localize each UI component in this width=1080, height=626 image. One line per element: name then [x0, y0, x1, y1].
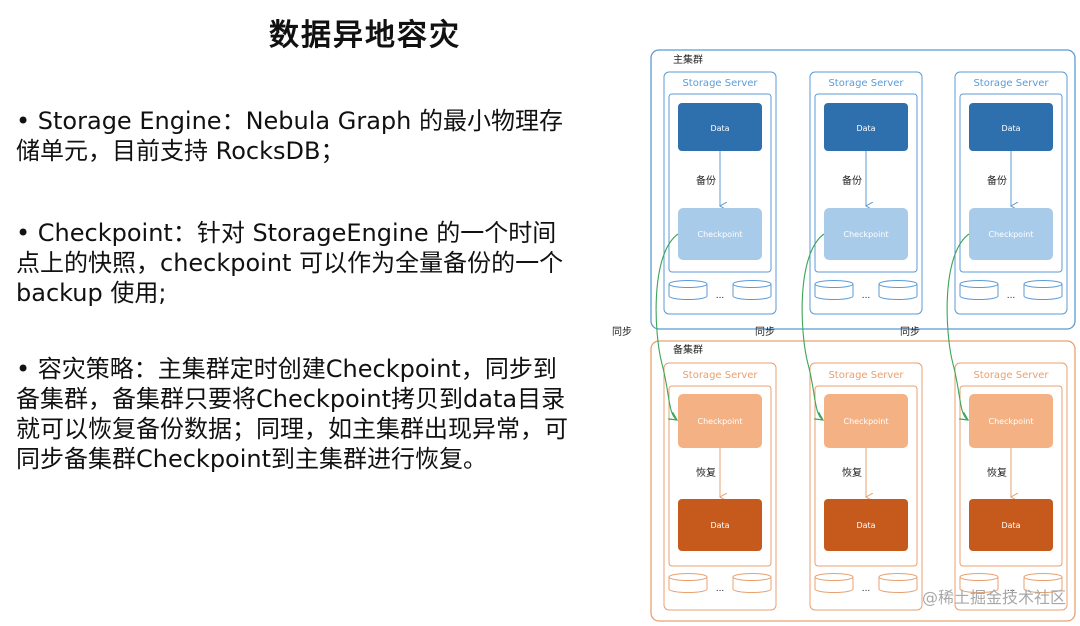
- bullet-storage-engine: • Storage Engine：Nebula Graph 的最小物理存储单元，…: [16, 107, 563, 165]
- backup-cluster-label: 备集群: [673, 343, 703, 356]
- backup-disk-b-1-top: [732, 573, 772, 581]
- main-data-label-1: Data: [710, 124, 729, 133]
- backup-disk-a-3: [959, 577, 999, 593]
- backup-disk-a-2-top: [814, 573, 854, 581]
- main-disk-a-1: [668, 284, 708, 300]
- backup-checkpoint-label-1: Checkpoint: [697, 417, 742, 426]
- main-server-inner-1: [668, 93, 772, 273]
- main-disk-b-3-top: [1023, 280, 1063, 288]
- main-disk-a-3-top: [959, 280, 999, 288]
- backup-checkpoint-box-1: [678, 394, 762, 448]
- backup-action-label-3: 备份: [987, 174, 1007, 187]
- backup-data-box-2: [824, 499, 908, 551]
- backup-disk-b-1: [732, 577, 772, 593]
- main-checkpoint-label-1: Checkpoint: [697, 230, 742, 239]
- main-data-box-2: [824, 103, 908, 151]
- backup-server-3: [954, 362, 1068, 611]
- main-disk-b-2: [878, 284, 918, 300]
- backup-disk-a-1-top: [668, 573, 708, 581]
- main-disk-a-1-top: [668, 280, 708, 288]
- main-disk-b-3: [1023, 284, 1063, 300]
- main-disk-b-2-top: [878, 280, 918, 288]
- backup-disk-b-3: [1023, 577, 1063, 593]
- backup-server-inner-3: [959, 385, 1063, 567]
- watermark: @稀土掘金技术社区: [921, 588, 1066, 607]
- main-disk-b-1-top: [732, 280, 772, 288]
- sync-arrow-1: [655, 233, 679, 420]
- backup-checkpoint-box-3: [969, 394, 1053, 448]
- restore-action-label-3: 恢复: [987, 466, 1007, 479]
- main-data-box-1: [678, 103, 762, 151]
- sync-label-1: 同步: [612, 326, 632, 338]
- page-title: 数据异地容灾: [269, 18, 461, 53]
- main-disk-a-3: [959, 284, 999, 300]
- main-cluster-label: 主集群: [673, 53, 703, 66]
- main-checkpoint-box-1: [678, 208, 762, 260]
- sync-arrow-3: [946, 233, 970, 420]
- backup-data-label-3: Data: [1001, 521, 1020, 530]
- main-server-inner-3: [959, 93, 1063, 273]
- backup-disk-b-2-top: [878, 573, 918, 581]
- backup-data-box-1: [678, 499, 762, 551]
- backup-disk-ellipsis-2: ...: [862, 584, 871, 594]
- main-server-label-3: Storage Server: [973, 78, 1049, 89]
- bullet-checkpoint: • Checkpoint：针对 StorageEngine 的一个时间点上的快照…: [16, 219, 564, 307]
- main-server-inner-2: [814, 93, 918, 273]
- backup-cluster-frame: [650, 340, 1076, 622]
- backup-disk-b-3-top: [1023, 573, 1063, 581]
- main-disk-a-2: [814, 284, 854, 300]
- backup-checkpoint-label-2: Checkpoint: [843, 417, 888, 426]
- main-cluster-frame: [650, 49, 1076, 330]
- backup-disk-a-2: [814, 577, 854, 593]
- main-checkpoint-label-2: Checkpoint: [843, 230, 888, 239]
- main-server-3: [954, 71, 1068, 315]
- bullet-dr-strategy: • 容灾策略：主集群定时创建Checkpoint，同步到备集群，备集群只要将Ch…: [16, 355, 568, 473]
- backup-disk-ellipsis-3: ...: [1007, 584, 1016, 594]
- backup-data-box-3: [969, 499, 1053, 551]
- backup-disk-ellipsis-1: ...: [716, 584, 725, 594]
- sync-arrow-2: [801, 233, 825, 420]
- sync-label-2: 同步: [755, 326, 775, 338]
- backup-action-label-1: 备份: [696, 174, 716, 187]
- main-data-label-2: Data: [856, 124, 875, 133]
- main-disk-b-1: [732, 284, 772, 300]
- main-data-label-3: Data: [1001, 124, 1020, 133]
- main-server-2: [809, 71, 923, 315]
- backup-server-1: [663, 362, 777, 611]
- main-server-label-1: Storage Server: [682, 78, 758, 89]
- backup-server-inner-1: [668, 385, 772, 567]
- main-disk-ellipsis-3: ...: [1007, 291, 1016, 301]
- backup-data-label-1: Data: [710, 521, 729, 530]
- main-server-label-2: Storage Server: [828, 78, 904, 89]
- main-checkpoint-label-3: Checkpoint: [988, 230, 1033, 239]
- backup-server-label-3: Storage Server: [973, 370, 1049, 381]
- main-disk-a-2-top: [814, 280, 854, 288]
- backup-server-label-2: Storage Server: [828, 370, 904, 381]
- sync-label-3: 同步: [900, 326, 920, 338]
- main-disk-ellipsis-1: ...: [716, 291, 725, 301]
- restore-action-label-2: 恢复: [842, 466, 862, 479]
- backup-server-2: [809, 362, 923, 611]
- backup-data-label-2: Data: [856, 521, 875, 530]
- backup-action-label-2: 备份: [842, 174, 862, 187]
- backup-server-inner-2: [814, 385, 918, 567]
- backup-disk-a-1: [668, 577, 708, 593]
- restore-action-label-1: 恢复: [696, 466, 716, 479]
- backup-server-label-1: Storage Server: [682, 370, 758, 381]
- main-data-box-3: [969, 103, 1053, 151]
- backup-checkpoint-label-3: Checkpoint: [988, 417, 1033, 426]
- main-server-1: [663, 71, 777, 315]
- main-disk-ellipsis-2: ...: [862, 291, 871, 301]
- backup-disk-a-3-top: [959, 573, 999, 581]
- main-checkpoint-box-3: [969, 208, 1053, 260]
- main-checkpoint-box-2: [824, 208, 908, 260]
- backup-checkpoint-box-2: [824, 394, 908, 448]
- backup-disk-b-2: [878, 577, 918, 593]
